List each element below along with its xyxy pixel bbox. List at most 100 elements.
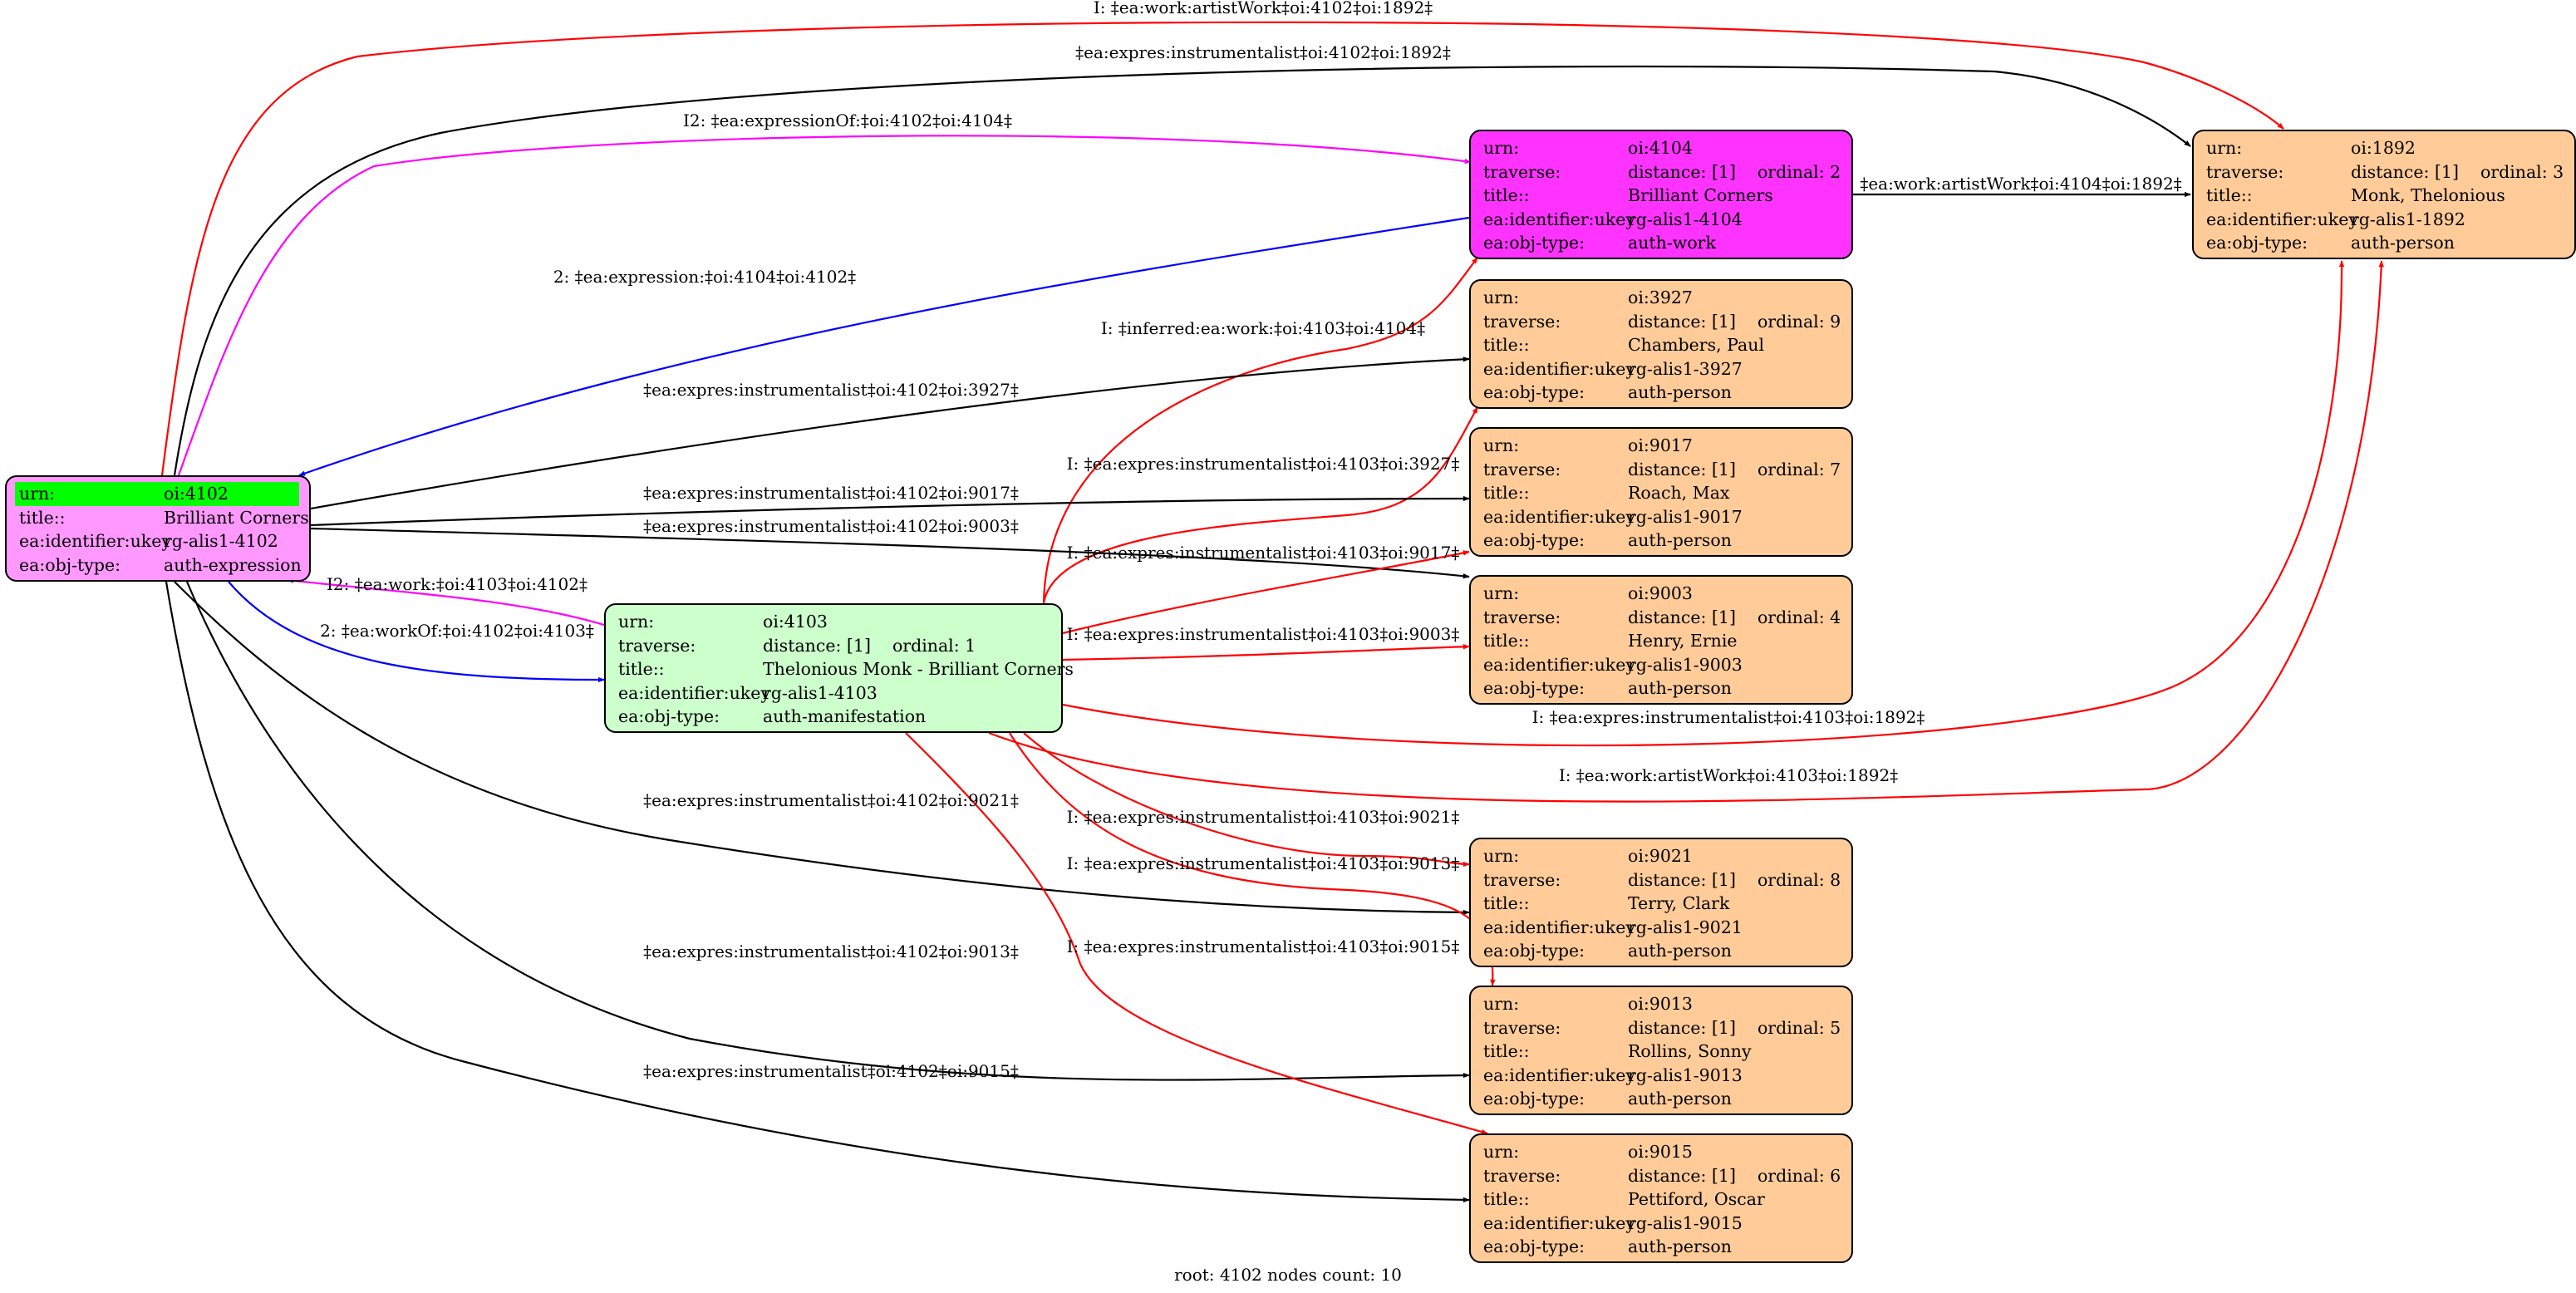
row-value: auth-manifestation xyxy=(763,706,927,726)
row-value: rg-alis1-4102 xyxy=(164,531,278,551)
node-row-type: ea:obj-type:auth-expression xyxy=(19,553,302,578)
node-row-title: title::Monk, Thelonious xyxy=(2206,184,2564,208)
edge-line xyxy=(310,356,1470,510)
node-row-type: ea:obj-type:auth-work xyxy=(1483,231,1841,255)
row-key: ea:obj-type: xyxy=(1483,233,1585,253)
row-value: Brilliant Corners xyxy=(1628,185,1773,205)
row-key: title:: xyxy=(1483,631,1530,651)
row-key: ea:obj-type: xyxy=(2206,233,2308,253)
node-row-traverse: traverse:distance: [1]ordinal: 2 xyxy=(1483,160,1841,184)
row-key: ea:identifier:ukey xyxy=(1483,358,1635,379)
edge-line xyxy=(298,216,1470,477)
row-key: ea:obj-type: xyxy=(1483,382,1585,402)
row-key: title:: xyxy=(618,659,665,679)
row-key: traverse: xyxy=(1483,1017,1561,1038)
row-value: rg-alis1-4103 xyxy=(763,682,878,703)
row-key: urn: xyxy=(1483,138,1520,158)
node-oi-9021[interactable]: urn:oi:9021 traverse:distance: [1]ordina… xyxy=(1469,838,1853,967)
node-oi-4103[interactable]: urn:oi:4103 traverse:distance: [1]ordina… xyxy=(604,603,1074,733)
node-oi-9003[interactable]: urn:oi:9003 traverse:distance: [1]ordina… xyxy=(1469,575,1853,705)
node-row-type: ea:obj-type: auth-person xyxy=(1483,1087,1841,1111)
node-row-title: title::Henry, Ernie xyxy=(1483,629,1841,653)
edge-line xyxy=(160,21,2284,476)
edge-line xyxy=(173,65,2191,476)
row-ordinal: ordinal: 2 xyxy=(1757,161,1841,182)
row-key: ea:identifier:ukey xyxy=(1483,917,1635,937)
row-value: rg-alis1-9017 xyxy=(1628,506,1743,527)
row-key: ea:identifier:ukey xyxy=(1483,1212,1635,1233)
node-row-type: ea:obj-type:auth-person xyxy=(1483,939,1841,963)
row-key: title:: xyxy=(2206,185,2253,205)
row-value: oi:4104 xyxy=(1628,138,1693,158)
edge-line xyxy=(310,495,1470,527)
row-value: oi:4103 xyxy=(763,612,828,632)
edge-line xyxy=(1062,260,2345,747)
edge-label: I: ‡ea:expres:instrumentalist‡oi:4103‡oi… xyxy=(1067,454,1460,474)
edge-line xyxy=(228,581,605,683)
row-value: distance: [1] xyxy=(1628,161,1736,182)
edge-label: ‡ea:work:artistWork‡oi:4104‡oi:1892‡ xyxy=(1860,174,2181,194)
row-value: Pettiford, Oscar xyxy=(1628,1189,1765,1209)
row-key: urn: xyxy=(1483,583,1520,603)
node-oi-4102[interactable]: urn:oi:4102 title::Brilliant Corners ea:… xyxy=(5,475,311,582)
row-value: oi:1892 xyxy=(2351,138,2416,158)
footer-caption: root: 4102 nodes count: 10 xyxy=(1174,1265,1402,1285)
node-oi-9015[interactable]: urn:oi:9015 traverse:distance: [1]ordina… xyxy=(1469,1133,1853,1263)
node-row-title: title::Terry, Clark xyxy=(1483,892,1841,916)
node-oi-9017[interactable]: urn:oi:9017 traverse:distance: [1]ordina… xyxy=(1469,427,1853,557)
row-value: rg-alis1-4104 xyxy=(1628,209,1743,229)
node-row-traverse: traverse:distance: [1]ordinal: 6 xyxy=(1483,1164,1841,1188)
row-value: oi:3927 xyxy=(1628,288,1693,307)
row-value: oi:9015 xyxy=(1628,1142,1693,1162)
edge-line xyxy=(1042,406,1478,604)
row-key: urn: xyxy=(618,612,655,632)
node-row-title: title::Brilliant Corners xyxy=(1483,184,1841,208)
row-value: auth-person xyxy=(1628,530,1732,550)
row-value: auth-person xyxy=(1628,1089,1732,1109)
edge-line xyxy=(1042,257,1478,604)
edge-label: 2: ‡ea:expression:‡oi:4104‡oi:4102‡ xyxy=(553,267,856,287)
node-oi-1892[interactable]: urn:oi:1892 traverse:distance: [1]ordina… xyxy=(2192,130,2576,259)
row-value: distance: [1] xyxy=(1628,607,1736,627)
row-key: traverse: xyxy=(618,635,696,656)
row-value: distance: [1] xyxy=(1628,1017,1736,1038)
row-value: Rollins, Sonny xyxy=(1628,1041,1752,1061)
row-value: oi:4102 xyxy=(164,484,229,504)
row-key: title:: xyxy=(1483,335,1530,355)
row-value: rg-alis1-9015 xyxy=(1628,1212,1743,1233)
row-key: title:: xyxy=(1483,1041,1530,1061)
row-key: urn: xyxy=(2206,138,2243,158)
node-row-traverse: traverse:distance: [1]ordinal: 9 xyxy=(1483,310,1841,334)
row-key: ea:obj-type: xyxy=(1483,1089,1585,1109)
node-oi-4104[interactable]: urn:oi:4104 traverse:distance: [1]ordina… xyxy=(1469,130,1853,259)
edge-label: ‡ea:expres:instrumentalist‡oi:4102‡oi:39… xyxy=(643,380,1019,400)
row-value: distance: [1] xyxy=(763,635,871,656)
row-key: ea:obj-type: xyxy=(1483,530,1585,550)
row-ordinal: ordinal: 3 xyxy=(2480,161,2564,182)
row-key: title:: xyxy=(1483,893,1530,913)
row-ordinal: ordinal: 6 xyxy=(1757,1165,1841,1186)
row-value: distance: [1] xyxy=(1628,459,1736,479)
edge-label: I: ‡ea:expres:instrumentalist‡oi:4103‡oi… xyxy=(1532,707,1925,727)
row-value: Terry, Clark xyxy=(1628,893,1730,913)
node-row-urn: urn:oi:9013 xyxy=(1483,992,1841,1016)
node-row-title: title::Thelonious Monk - Brilliant Corne… xyxy=(618,657,1074,681)
edge-label: ‡ea:expres:instrumentalist‡oi:4102‡oi:90… xyxy=(643,516,1019,536)
row-key: urn: xyxy=(19,484,56,504)
edge-label: ‡ea:expres:instrumentalist‡oi:4102‡oi:90… xyxy=(643,1061,1019,1081)
node-oi-9013[interactable]: urn:oi:9013 traverse:distance: [1]ordina… xyxy=(1469,986,1853,1115)
node-row-traverse: traverse:distance: [1]ordinal: 7 xyxy=(1483,458,1841,482)
edge-label: ‡ea:expres:instrumentalist‡oi:4102‡oi:90… xyxy=(643,941,1019,961)
node-oi-3927[interactable]: urn:oi:3927 traverse:distance: [1]ordina… xyxy=(1469,279,1853,409)
row-key: urn: xyxy=(1483,994,1520,1014)
edge-label: 2: ‡ea:workOf:‡oi:4102‡oi:4103‡ xyxy=(320,621,594,641)
edge-label: I: ‡ea:expres:instrumentalist‡oi:4103‡oi… xyxy=(1067,624,1460,644)
edge-line xyxy=(177,135,1472,476)
node-row-title: title::Roach, Max xyxy=(1483,481,1841,505)
row-key: title:: xyxy=(1483,185,1530,205)
